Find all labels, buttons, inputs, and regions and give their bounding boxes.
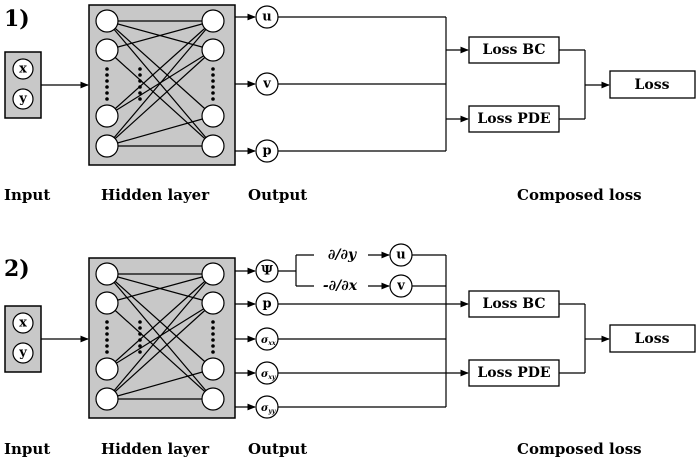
panel-2-outputs: Ψ p σxx σxy σyy (255, 259, 279, 419)
output-label-sigma-xy: σxy (261, 369, 276, 381)
panel-2-total-loss-box: Loss (609, 324, 696, 353)
hidden-neuron (201, 9, 225, 33)
output-label-psi: Ψ (261, 264, 273, 279)
ellipsis-dots (105, 320, 215, 354)
hidden-neuron (95, 262, 119, 286)
panel-1-total-loss-box: Loss (609, 70, 696, 99)
input-label-y: y (18, 346, 27, 361)
caption-output: Output (248, 186, 307, 204)
hidden-neuron (95, 387, 119, 411)
caption-composed-loss: Composed loss (517, 440, 642, 458)
loss-bc-label: Loss BC (482, 296, 545, 312)
panel-1-hidden-layer (88, 4, 236, 166)
hidden-neuron (201, 104, 225, 128)
output-label-sigma-xx: σxx (261, 335, 276, 347)
input-node-x (12, 312, 34, 334)
input-label-x: x (19, 62, 27, 77)
hidden-neuron (201, 134, 225, 158)
input-label-x: x (19, 316, 27, 331)
caption-input: Input (4, 440, 50, 458)
input-label-y: y (18, 92, 27, 107)
output-label-p: p (262, 144, 271, 159)
panel-2-input-box: x y (4, 305, 42, 373)
caption-composed-loss: Composed loss (517, 186, 642, 204)
panel-2-number: 2) (4, 256, 30, 282)
input-node-y (12, 88, 34, 110)
input-node-y (12, 342, 34, 364)
output-label-p: p (262, 297, 271, 312)
hidden-neuron (95, 38, 119, 62)
hidden-neuron (95, 104, 119, 128)
caption-hidden-layer: Hidden layer (101, 186, 210, 204)
caption-input: Input (4, 186, 50, 204)
loss-pde-label: Loss PDE (477, 111, 550, 127)
caption-hidden-layer: Hidden layer (101, 440, 210, 458)
panel-1-loss-pde-box: Loss PDE (468, 105, 560, 133)
panel-2-loss-pde-box: Loss PDE (468, 359, 560, 387)
hidden-neuron (201, 357, 225, 381)
derivative-d-dy: ∂/∂y (328, 247, 357, 263)
loss-pde-label: Loss PDE (477, 365, 550, 381)
hidden-neuron (201, 262, 225, 286)
input-node-x (12, 58, 34, 80)
panel-1: 1) x y (4, 4, 696, 204)
derived-label-v: v (396, 279, 405, 294)
derivative-neg-d-dx: -∂/∂x (323, 278, 358, 294)
panel-2-hidden-layer (88, 257, 236, 419)
total-loss-label: Loss (635, 331, 670, 347)
panel-1-outputs: u v p (255, 5, 279, 163)
panel-1-input-box: x y (4, 51, 42, 119)
loss-bc-label: Loss BC (482, 42, 545, 58)
output-label-u: u (262, 10, 271, 25)
output-label-v: v (262, 77, 271, 92)
total-loss-label: Loss (635, 77, 670, 93)
panel-1-loss-bc-box: Loss BC (468, 36, 560, 64)
output-label-sigma-yy: σyy (261, 403, 276, 415)
hidden-neuron (201, 291, 225, 315)
hidden-neuron (95, 357, 119, 381)
ellipsis-dots (105, 67, 215, 101)
panel-2-loss-bc-box: Loss BC (468, 290, 560, 318)
panel-1-number: 1) (4, 6, 30, 32)
hidden-neuron (201, 387, 225, 411)
caption-output: Output (248, 440, 307, 458)
hidden-neuron (95, 134, 119, 158)
panel-2: 2) x y (4, 243, 696, 458)
hidden-neuron (95, 291, 119, 315)
hidden-neuron (201, 38, 225, 62)
derived-label-u: u (396, 248, 405, 263)
hidden-neuron (95, 9, 119, 33)
